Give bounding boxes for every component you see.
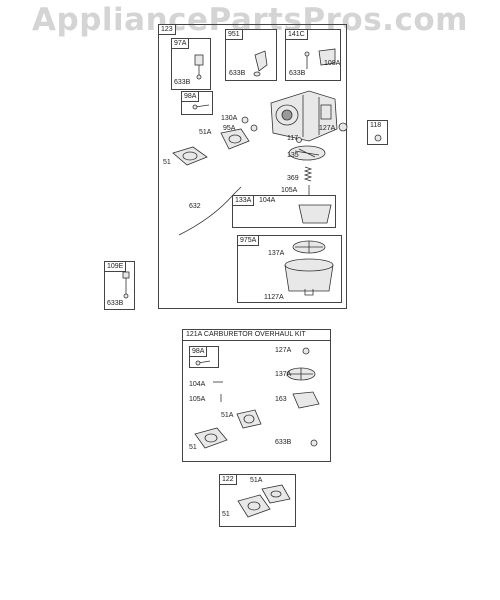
kit-97a-box: 97A 633B [171, 38, 211, 90]
gasket-51a-drawing [220, 128, 250, 150]
overhaul-label-633b: 633B [275, 439, 292, 446]
label-117: 117 [287, 135, 299, 142]
label-51: 51 [163, 159, 171, 166]
watermark-text: AppliancePartsPros.com [32, 2, 468, 38]
overhaul-kit-title: 121A CARBURETOR OVERHAUL KIT [183, 330, 330, 341]
kit-951-box: 951 633B [225, 29, 277, 81]
kit-975a-tag: 975A [238, 236, 260, 246]
label-127a: 127A [319, 125, 336, 132]
overhaul-label-137a: 137A [275, 371, 292, 378]
part-127a-drawing [338, 122, 348, 132]
spring-369-drawing [303, 166, 313, 182]
part-109e-part-label: 633B [107, 300, 124, 307]
carburetor-assembly-frame: 123 [158, 24, 348, 309]
kit-975a-part-label-1: 137A [268, 250, 285, 257]
carburetor-body-drawing [270, 90, 338, 142]
gasket-kit-tag: 122 [220, 475, 237, 485]
part-118-box: 118 [367, 120, 388, 145]
overhaul-kit-98a-box: 98A [189, 346, 219, 368]
kit-97a-part-label: 633B [174, 79, 191, 86]
part-109e-tag: 109E [105, 262, 127, 272]
overhaul-label-51a: 51A [221, 412, 234, 419]
label-130a: 130A [221, 115, 238, 122]
overhaul-label-163: 163 [275, 396, 287, 403]
gasket-kit-label-51: 51 [222, 511, 230, 518]
overhaul-kit-drawing [194, 347, 320, 449]
kit-975a-part-label-2: 1127A [264, 294, 284, 301]
kit-133a-part-label: 104A [259, 197, 276, 204]
part-109e-box: 109E 633B [104, 261, 135, 310]
overhaul-label-127a: 127A [275, 347, 292, 354]
part-141c-drawing [304, 48, 336, 69]
gasket-kit-label-51a: 51A [250, 477, 263, 484]
kit-141c-tag: 141C [286, 30, 308, 40]
label-135: 135 [287, 152, 299, 159]
label-51a: 51A [199, 129, 212, 136]
kit-141c-part-label-2: 108A [324, 60, 341, 67]
overhaul-label-51: 51 [189, 444, 197, 451]
part-130a-drawing [241, 116, 249, 124]
part-118-tag: 118 [368, 121, 384, 130]
kit-141c-part-label-1: 633B [289, 70, 306, 77]
part-117-drawing [296, 137, 302, 143]
main-assembly-drawing [172, 48, 348, 296]
label-105a: 105A [281, 187, 298, 194]
gasket-51-drawing [172, 146, 208, 166]
kit-133a-tag: 133A [233, 196, 255, 206]
label-95a: 95A [223, 125, 236, 132]
bracket-951-drawing [254, 50, 268, 72]
label-369: 369 [287, 175, 299, 182]
assembly-tag: 123 [159, 25, 176, 35]
overhaul-kit-frame: 121A CARBURETOR OVERHAUL KIT 98A 127A 13… [182, 329, 331, 462]
kit-97a-tag: 97A [172, 39, 190, 49]
overhaul-kit-98a-tag: 98A [190, 347, 208, 357]
kit-975a-box: 975A 137A 1127A [237, 235, 342, 303]
label-632: 632 [189, 203, 201, 210]
overhaul-label-104a: 104A [189, 381, 206, 388]
kit-141c-box: 141C 633B 108A [285, 29, 341, 81]
gasket-kit-drawing [237, 484, 291, 518]
kit-951-part-label: 633B [229, 70, 246, 77]
float-135-drawing [288, 145, 326, 161]
bowl-975a-drawing [284, 240, 334, 296]
kit-98a-box: 98A [181, 91, 213, 115]
kit-133a-box: 133A 104A [232, 195, 336, 228]
kit-98a-tag: 98A [182, 92, 200, 102]
overhaul-label-105a: 105A [189, 396, 206, 403]
gasket-kit-frame: 122 51A 51 [219, 474, 296, 527]
kit-951-tag: 951 [226, 30, 243, 40]
screw-97a-drawing [194, 54, 204, 80]
cup-104a-drawing [298, 204, 332, 224]
part-95a-drawing [250, 124, 258, 132]
